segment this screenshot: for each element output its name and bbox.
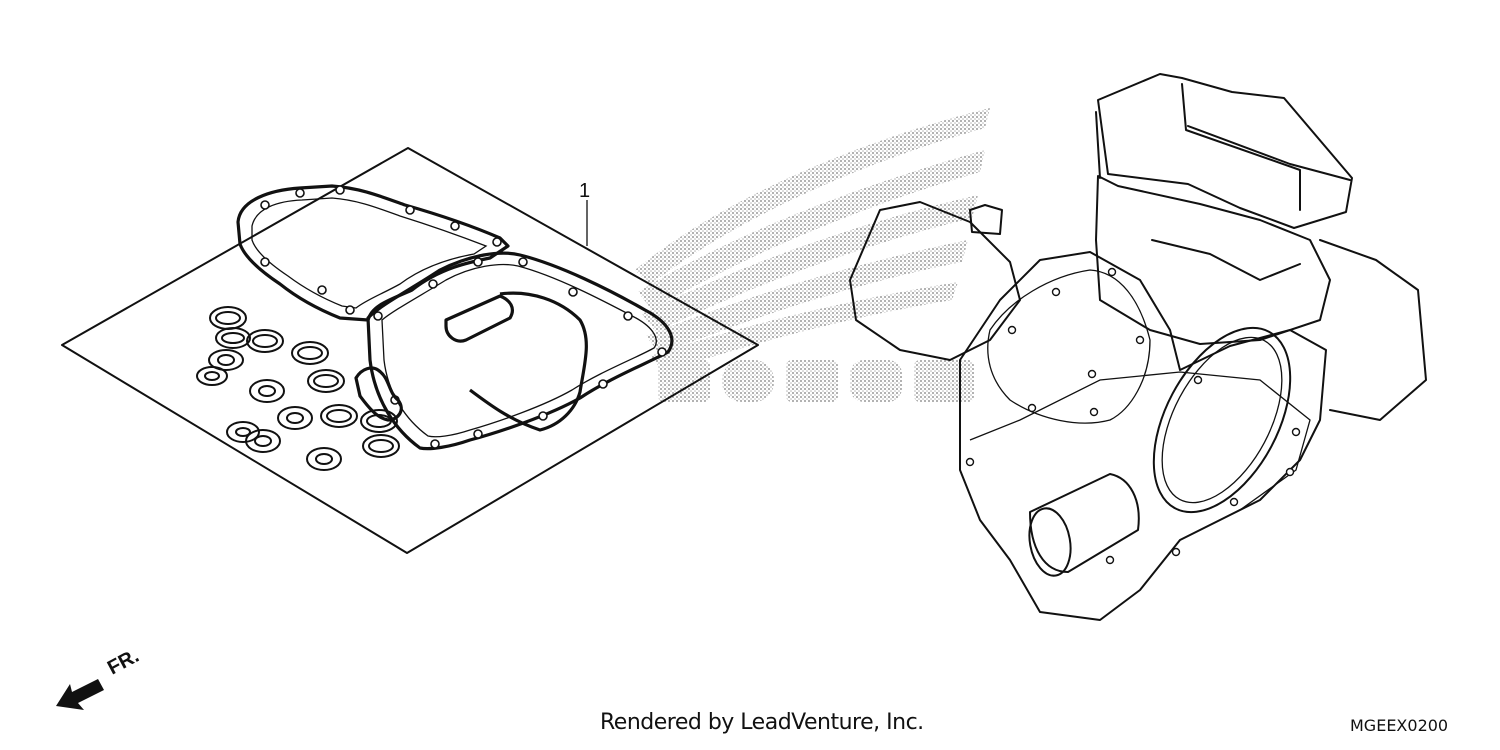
footer-credit: Rendered by LeadVenture, Inc. [600, 710, 924, 735]
gasket-kit-illustration [61, 147, 759, 554]
callout-number-1: 1 [579, 180, 591, 202]
front-arrow-icon [56, 679, 104, 710]
diagram-code: MGEEX0200 [1350, 716, 1449, 735]
engine-illustration [849, 73, 1427, 621]
